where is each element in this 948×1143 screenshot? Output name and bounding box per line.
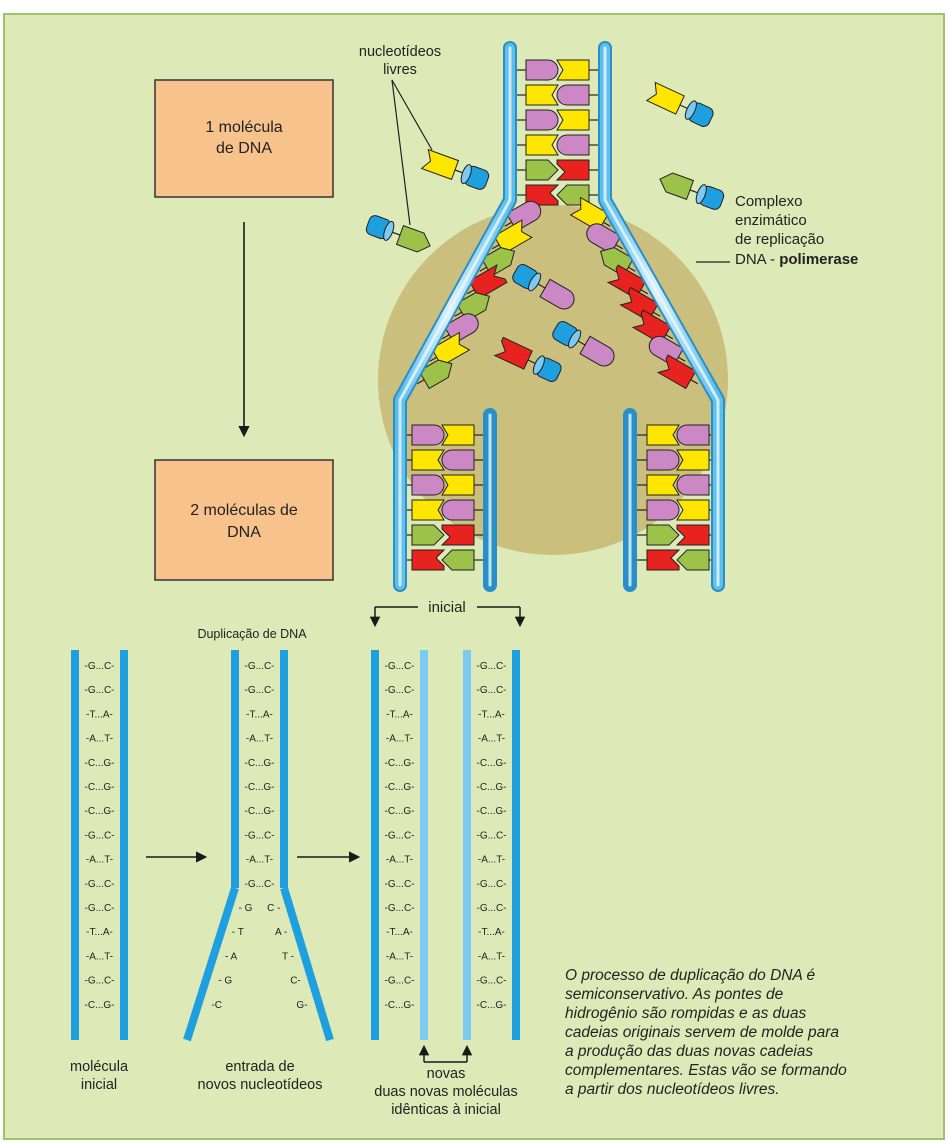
box-two-label-line2: DNA (227, 524, 261, 541)
base-pair-label: -T...A- (478, 709, 505, 720)
base-pair-label: -C...G- (477, 806, 507, 817)
base-pair-label: -G...C- (385, 903, 415, 914)
complex-label-line2: enzimático (735, 212, 807, 229)
base-pair-label: -C...G- (385, 1000, 415, 1011)
unpaired-base-label: - G (218, 976, 232, 987)
free-nucleotides-label-line1: nucleotídeos (359, 44, 441, 60)
base-pair-label: -G...C- (245, 661, 275, 672)
base-pair-label: -A...T- (86, 855, 113, 866)
base-pair-label: -C...G- (477, 1000, 507, 1011)
base-pair-label: -G...C- (85, 830, 115, 841)
unpaired-base-label: - T (232, 927, 244, 938)
complex-label-line1: Complexo (735, 193, 803, 210)
base-pair-label: -C...G- (385, 782, 415, 793)
inicial-label: inicial (428, 599, 466, 616)
caption-line-4: cadeias originais servem de molde para (565, 1024, 839, 1041)
base-pair-label: -A...T- (386, 734, 413, 745)
base-pair-label: -G...C- (245, 879, 275, 890)
unpaired-base-label: -C (211, 1000, 222, 1011)
base-pair-label: -G...C- (245, 685, 275, 696)
label-molecule-initial-2: inicial (81, 1077, 117, 1093)
base-pair-label: -A...T- (246, 734, 273, 745)
caption-line-7: a partir dos nucleotídeos livres. (565, 1081, 780, 1098)
base-pair-label: -T...A- (86, 709, 113, 720)
box-one-label-line2: de DNA (216, 140, 272, 157)
base-pair-label: -G...C- (85, 879, 115, 890)
base-pair-label: -C...G- (477, 782, 507, 793)
base-pair-label: -A...T- (386, 855, 413, 866)
base-pair-label: -A...T- (86, 951, 113, 962)
label-novas: novas (427, 1066, 466, 1082)
caption-line-3: hidrogênio são rompidas e as duas (565, 1005, 807, 1022)
caption-line-1: O processo de duplicação do DNA é (565, 967, 816, 984)
base-pair-label: -T...A- (86, 927, 113, 938)
unpaired-base-label: C- (290, 976, 301, 987)
base-pair-label: -C...G- (85, 1000, 115, 1011)
base-pair-label: -C...G- (385, 758, 415, 769)
caption-line-5: a produção das duas novas cadeias (565, 1043, 813, 1060)
box-one-label-line1: 1 molécula (205, 119, 282, 136)
base-pair-label: -A...T- (478, 734, 505, 745)
base-pair-label: -A...T- (386, 951, 413, 962)
caption-line-6: complementares. Estas vão se formando (565, 1062, 847, 1079)
box-two-molecules: 2 moléculas de DNA (155, 460, 333, 580)
base-pair-label: -A...T- (86, 734, 113, 745)
base-pair-label: -T...A- (478, 927, 505, 938)
base-pair-label: -G...C- (245, 830, 275, 841)
base-pair-label: -G...C- (385, 879, 415, 890)
unpaired-base-label: A - (275, 927, 287, 938)
label-entry-1: entrada de (225, 1059, 294, 1075)
box-one-molecule: 1 molécula de DNA (155, 80, 333, 197)
base-pair-label: -C...G- (245, 806, 275, 817)
base-pair-label: -C...G- (477, 758, 507, 769)
duplication-title: Duplicação de DNA (197, 627, 307, 641)
base-pair-label: -T...A- (246, 709, 273, 720)
base-pair-label: -A...T- (478, 855, 505, 866)
unpaired-base-label: - G (239, 903, 253, 914)
base-pair-label: -G...C- (477, 903, 507, 914)
free-nucleotides-label-line2: livres (383, 62, 417, 78)
base-pair-label: -T...A- (386, 927, 413, 938)
caption-line-2: semiconservativo. As pontes de (565, 986, 784, 1003)
base-pair-label: -G...C- (85, 903, 115, 914)
unpaired-base-label: T - (282, 951, 294, 962)
label-duplicated-2: idênticas à inicial (391, 1102, 501, 1118)
box-two-label-line1: 2 moléculas de (190, 502, 298, 519)
unpaired-base-label: G- (296, 1000, 307, 1011)
unpaired-base-label: C - (267, 903, 280, 914)
base-pair-label: -G...C- (477, 661, 507, 672)
base-pair-label: -G...C- (477, 976, 507, 987)
base-pair-label: -C...G- (85, 806, 115, 817)
base-pair-label: -G...C- (85, 661, 115, 672)
label-entry-2: novos nucleotídeos (198, 1077, 323, 1093)
base-pair-label: -T...A- (386, 709, 413, 720)
base-pair-label: -A...T- (246, 855, 273, 866)
base-pair-label: -C...G- (245, 758, 275, 769)
base-pair-label: -G...C- (477, 830, 507, 841)
base-pair-label: -C...G- (385, 806, 415, 817)
base-pair-label: -C...G- (85, 782, 115, 793)
complex-label-line3: de replicação (735, 231, 824, 248)
base-pair-label: -G...C- (85, 976, 115, 987)
base-pair-label: -G...C- (385, 661, 415, 672)
label-molecule-initial-1: molécula (70, 1059, 129, 1075)
base-pair-label: -G...C- (477, 879, 507, 890)
base-pair-label: -C...G- (85, 758, 115, 769)
label-duplicated-1: duas novas moléculas (374, 1084, 517, 1100)
base-pair-label: -G...C- (477, 685, 507, 696)
base-pair-label: -G...C- (85, 685, 115, 696)
complex-label-line4: DNA - polimerase (735, 251, 858, 268)
base-pair-label: -C...G- (245, 782, 275, 793)
base-pair-label: -G...C- (385, 976, 415, 987)
base-pair-label: -G...C- (385, 830, 415, 841)
base-pair-label: -G...C- (385, 685, 415, 696)
base-pair-label: -A...T- (478, 951, 505, 962)
unpaired-base-label: - A (225, 951, 238, 962)
